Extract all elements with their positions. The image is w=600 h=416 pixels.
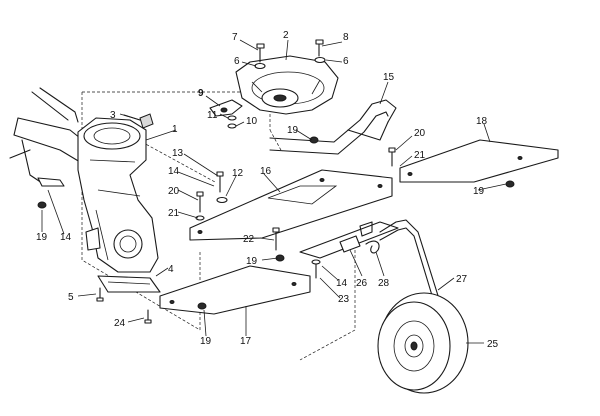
misc-bolts: [195, 136, 515, 310]
leader-lines: [41, 39, 507, 344]
callout-14: 14: [336, 278, 348, 289]
callout-19: 19: [287, 125, 299, 136]
wheel-rod: [379, 219, 441, 303]
callout-22: 22: [243, 234, 255, 245]
gearbox-housing: [77, 117, 159, 273]
callout-19: 19: [200, 336, 212, 347]
bracket: [209, 99, 243, 129]
bottom-plate: [159, 265, 311, 315]
callout-12: 12: [232, 168, 244, 179]
callout-14: 14: [60, 232, 72, 243]
callout-20: 20: [414, 128, 426, 139]
callout-19: 19: [246, 256, 258, 267]
callout-21: 21: [414, 150, 426, 161]
callout-6: 6: [343, 56, 349, 67]
callout-7: 7: [232, 32, 238, 43]
callout-21: 21: [168, 208, 180, 219]
callout-3: 3: [110, 110, 116, 121]
callout-10: 10: [246, 116, 258, 127]
bent-tube: [269, 99, 397, 155]
callout-16: 16: [260, 166, 272, 177]
callout-6: 6: [234, 56, 240, 67]
callout-8: 8: [343, 32, 349, 43]
callout-28: 28: [378, 278, 390, 289]
callout-24: 24: [114, 318, 126, 329]
callout-11: 11: [207, 110, 218, 121]
callout-4: 4: [168, 264, 174, 275]
callout-25: 25: [487, 339, 499, 350]
callout-27: 27: [456, 274, 468, 285]
pin-and-clip: [339, 235, 380, 254]
callout-5: 5: [68, 292, 74, 303]
callout-9: 9: [198, 88, 204, 99]
callout-23: 23: [338, 294, 350, 305]
handle-frame: [9, 87, 96, 187]
pulley-housing: [235, 55, 339, 115]
callout-labels: 7 2 8 6 6 15 9 3 11 10 1 19 20 18 13 12 …: [36, 30, 499, 350]
callout-15: 15: [383, 72, 395, 83]
deck-plate: [189, 169, 393, 241]
callout-26: 26: [356, 278, 368, 289]
gasket: [97, 275, 161, 293]
wheel: [377, 292, 469, 394]
callout-19: 19: [473, 186, 485, 197]
callout-1: 1: [172, 124, 178, 135]
right-plate: [399, 139, 559, 183]
callout-2: 2: [283, 30, 289, 41]
callout-19: 19: [36, 232, 48, 243]
callout-13: 13: [172, 148, 184, 159]
callout-20: 20: [168, 186, 180, 197]
left-fasteners: [37, 201, 152, 324]
callout-17: 17: [240, 336, 252, 347]
callout-18: 18: [476, 116, 488, 127]
callout-14: 14: [168, 166, 180, 177]
